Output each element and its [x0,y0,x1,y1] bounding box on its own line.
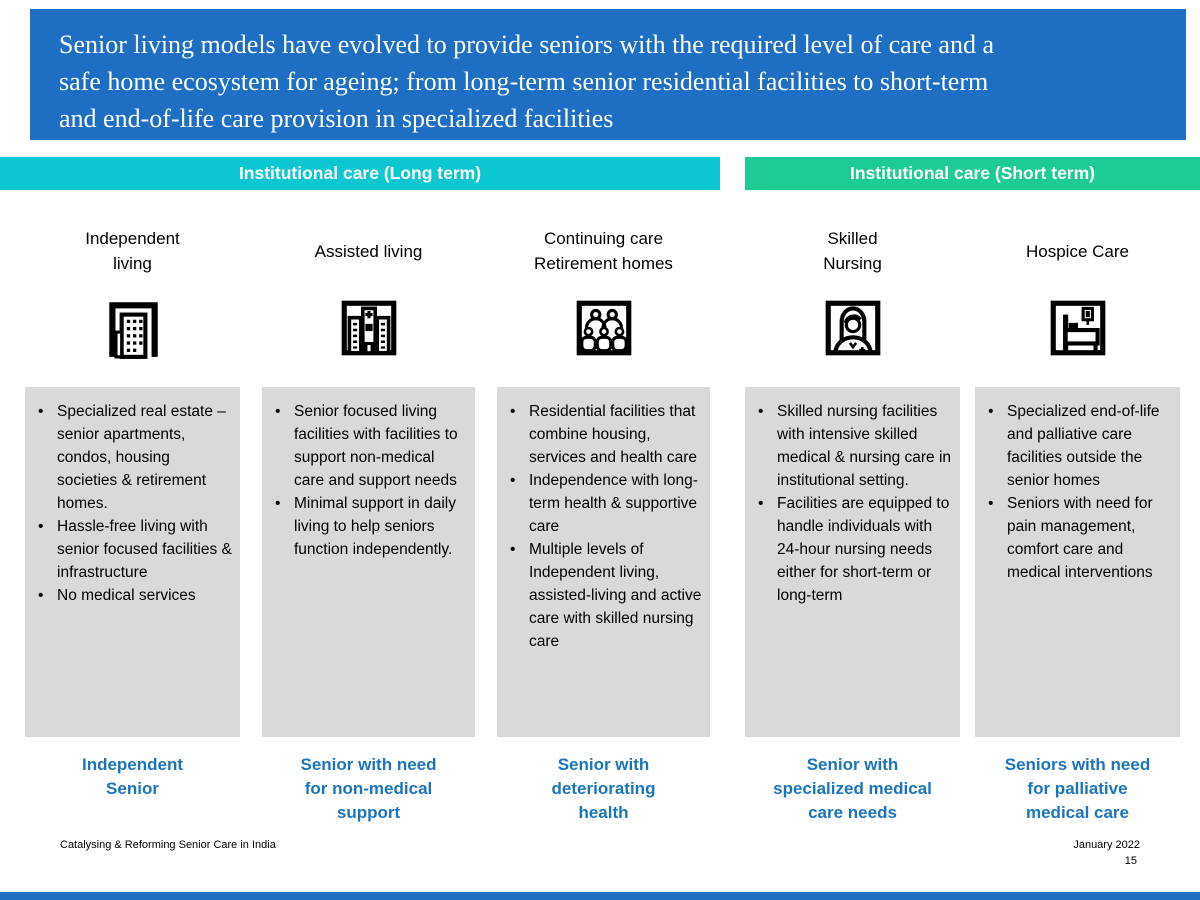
column-title: Assisted living [314,241,423,261]
bullet-item: Facilities are equipped to handle indivi… [749,492,952,607]
bullet-list: Specialized end-of-life and palliative c… [979,400,1172,584]
slide-title: Senior living models have evolved to pro… [30,9,1186,140]
bullet-item: Skilled nursing facilities with intensiv… [749,400,952,492]
column-description-box: Senior focused living facilities with fa… [262,387,475,737]
column-persona-label: Independent Senior [81,755,184,798]
care-model-column: Skilled Nursing Skilled nursing faciliti… [745,215,960,825]
bullet-item: Residential facilities that combine hous… [501,400,702,469]
bullet-list: Specialized real estate – senior apartme… [29,400,232,607]
column-description-box: Skilled nursing facilities with intensiv… [745,387,960,737]
hospice-bed-icon [975,287,1180,387]
apartment-building-icon [25,287,240,387]
care-model-column: Continuing care Retirement homes Residen… [497,215,710,825]
bullet-list: Skilled nursing facilities with intensiv… [749,400,952,607]
care-model-column: Hospice Care Specialized end-of-life and… [975,215,1180,825]
care-models-grid: Independent living Specialized real esta… [25,215,1180,825]
bullet-item: Minimal support in daily living to help … [266,492,467,561]
bullet-list: Residential facilities that combine hous… [501,400,702,653]
hospital-building-icon [262,287,475,387]
bullet-item: No medical services [29,584,232,607]
footer-date: January 2022 [1073,839,1140,851]
care-model-column: Assisted living Senior focused living fa… [262,215,475,825]
bullet-item: Specialized real estate – senior apartme… [29,400,232,515]
page-number: 15 [1124,855,1137,867]
bullet-item: Multiple levels of Independent living, a… [501,538,702,653]
column-description-box: Specialized end-of-life and palliative c… [975,387,1180,737]
bullet-item: Independence with long-term health & sup… [501,469,702,538]
bullet-item: Seniors with need for pain management, c… [979,492,1172,584]
column-title: Independent living [85,229,180,273]
column-title: Hospice Care [1026,241,1129,261]
bullet-item: Specialized end-of-life and palliative c… [979,400,1172,492]
group-header-long-term: Institutional care (Long term) [0,157,720,190]
bullet-list: Senior focused living facilities with fa… [266,400,467,561]
column-description-box: Specialized real estate – senior apartme… [25,387,240,737]
care-model-column: Independent living Specialized real esta… [25,215,240,825]
column-persona-label: Seniors with need for palliative medical… [1004,755,1151,822]
column-persona-label: Senior with deteriorating health [551,755,656,822]
column-persona-label: Senior with specialized medical care nee… [773,755,932,822]
nurse-icon [745,287,960,387]
column-persona-label: Senior with need for non-medical support [300,755,437,822]
bottom-accent-bar [0,892,1200,900]
column-title: Skilled Nursing [823,229,882,273]
seniors-group-icon [497,287,710,387]
column-title: Continuing care Retirement homes [534,229,673,273]
bullet-item: Senior focused living facilities with fa… [266,400,467,492]
group-header-short-term: Institutional care (Short term) [745,157,1200,190]
footer-source: Catalysing & Reforming Senior Care in In… [60,839,276,851]
column-description-box: Residential facilities that combine hous… [497,387,710,737]
bullet-item: Hassle-free living with senior focused f… [29,515,232,584]
